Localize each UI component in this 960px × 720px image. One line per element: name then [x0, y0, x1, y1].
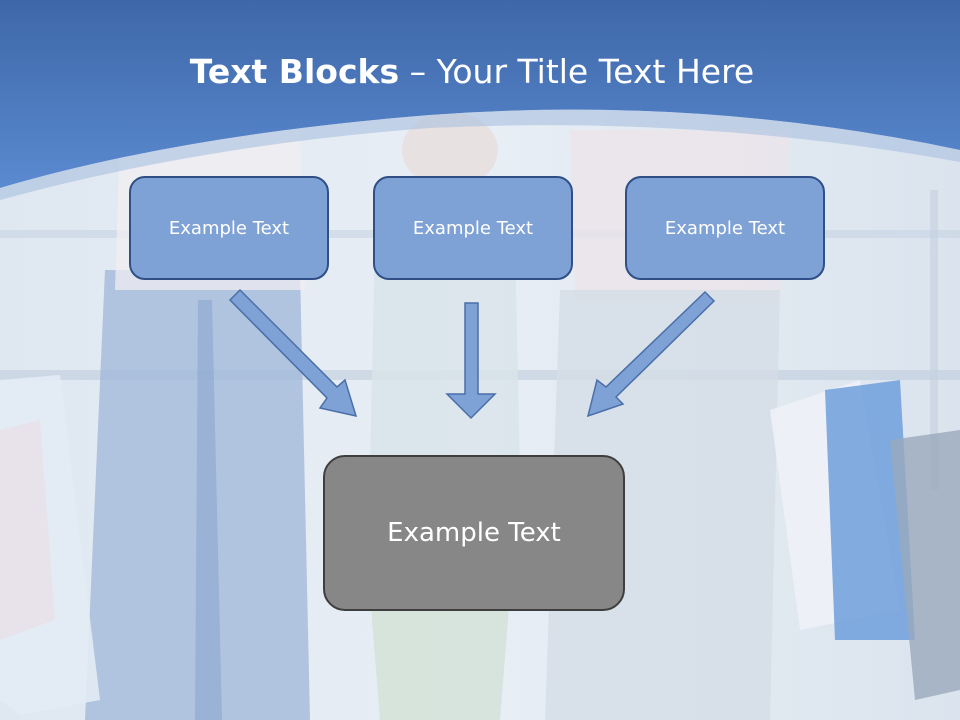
slide-title: Text Blocks – Your Title Text Here [0, 52, 944, 91]
text-block-1[interactable]: Example Text [129, 176, 329, 280]
arrow-left-icon [228, 288, 358, 418]
title-dash: – [399, 52, 437, 91]
title-bold-text: Text Blocks [189, 52, 400, 91]
title-rest-text: Your Title Text Here [436, 52, 755, 91]
text-block-1-label: Example Text [168, 217, 290, 239]
arrow-center-icon [445, 302, 497, 420]
text-block-2[interactable]: Example Text [373, 176, 573, 280]
text-block-3-label: Example Text [664, 217, 786, 239]
text-block-2-label: Example Text [412, 217, 534, 239]
arrow-right-icon [586, 290, 716, 418]
text-block-3[interactable]: Example Text [625, 176, 825, 280]
center-text-block-label: Example Text [387, 518, 561, 548]
center-text-block[interactable]: Example Text [323, 455, 625, 611]
